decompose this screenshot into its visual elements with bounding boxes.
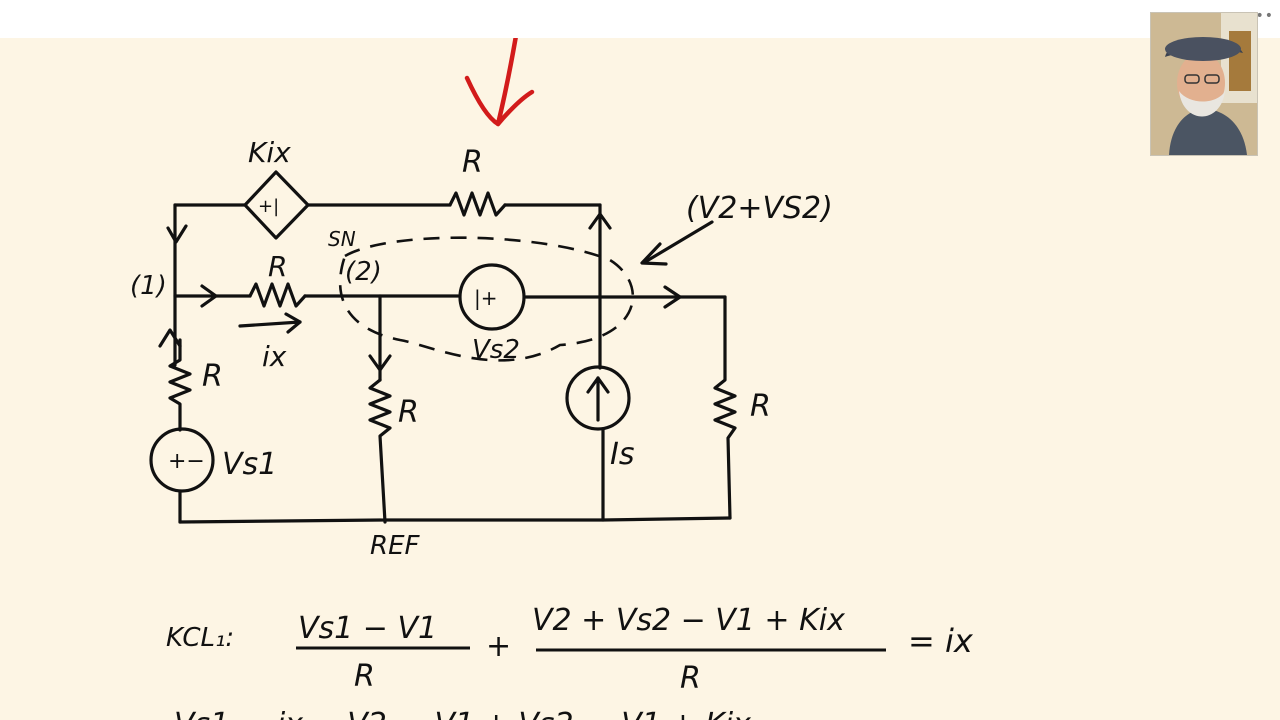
label-ref: REF	[370, 531, 420, 561]
pointer-head	[464, 75, 535, 127]
label-kix-top: Kix	[248, 136, 291, 169]
resistor-right	[713, 295, 737, 520]
annotation-arrow	[643, 220, 714, 264]
arrow-left-down	[166, 224, 188, 244]
label-sn: SN	[328, 227, 356, 251]
wire-bottom	[178, 516, 732, 524]
label-ix: ix	[262, 340, 287, 373]
eq-denominator-2: R	[680, 661, 701, 696]
current-source	[565, 365, 631, 431]
eq-numerator-2: V2 + Vs2 − V1 + Kix	[532, 603, 845, 638]
dependent-source-diamond	[243, 170, 310, 240]
arrow-left-up	[158, 328, 182, 348]
eq-next-line: Vs1 ... ix = V2 ... V1 + Vs2 ... V1 + Ki…	[174, 707, 751, 720]
label-node1: (1)	[130, 271, 167, 301]
arrow-is-up	[588, 212, 612, 230]
label-vs1-sign: +−	[168, 449, 205, 474]
label-vs1: Vs1	[222, 447, 277, 482]
label-r-right: R	[750, 389, 771, 424]
arrow-mid-right	[200, 284, 218, 308]
arrow-center-down	[368, 354, 392, 372]
whiteboard-canvas[interactable]: Kix +| R (V2+VS2) SN (1) (2) R |+ ix Vs2…	[0, 38, 1280, 720]
label-r-top: R	[462, 145, 483, 180]
label-r-center: R	[398, 395, 419, 430]
label-vs2: Vs2	[472, 335, 520, 365]
resistor-left	[168, 338, 192, 432]
label-vsrc2-sign: |+	[474, 286, 498, 310]
eq-denominator-1: R	[354, 659, 375, 694]
eq-equals-ix: = ix	[908, 622, 974, 660]
ix-arrow-shaft	[238, 320, 302, 328]
label-node2: (2)	[345, 257, 382, 287]
eq-kcl-label: KCL₁:	[166, 623, 234, 653]
supernode-dashed-boundary	[338, 236, 635, 362]
annotation-arrow-head	[640, 242, 668, 266]
top-strip: •••	[0, 0, 1280, 38]
label-r-left: R	[202, 359, 223, 394]
label-dep-src-sign: +|	[258, 196, 279, 217]
pointer-shaft	[495, 38, 518, 127]
voltage-source-1	[149, 427, 215, 493]
circuit-diagram: Kix +| R (V2+VS2) SN (1) (2) R |+ ix Vs2…	[130, 38, 974, 720]
ix-arrow-head	[284, 312, 302, 334]
eq-numerator-1: Vs1 − V1	[298, 611, 437, 646]
eq-plus: +	[486, 629, 511, 664]
current-source-arrow-head	[586, 376, 610, 394]
resistor-top	[448, 191, 507, 217]
label-vnode-annot: (V2+VS2)	[686, 191, 833, 226]
voltage-source-2	[458, 263, 526, 331]
presenter-webcam	[1150, 12, 1258, 156]
label-is: Is	[610, 437, 634, 472]
label-r-mid: R	[268, 250, 287, 283]
resistor-center	[368, 378, 392, 524]
resistor-mid	[248, 282, 307, 308]
arrow-mid-right-2	[663, 285, 682, 309]
presenter-icon	[1151, 13, 1257, 155]
